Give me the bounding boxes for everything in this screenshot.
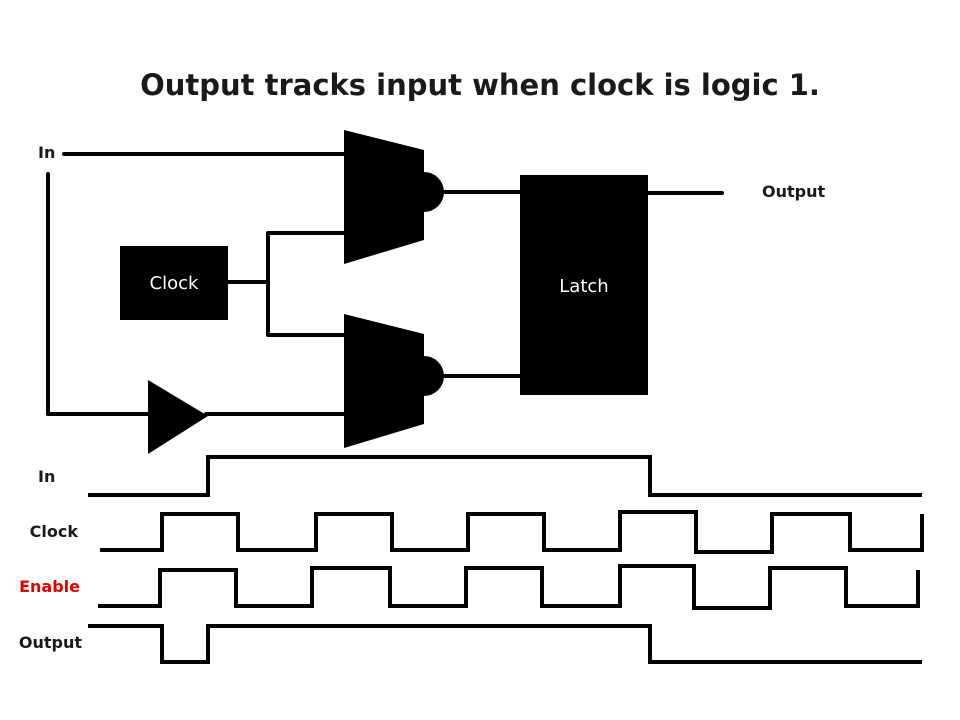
output-label: Output: [762, 182, 826, 201]
waveform-label-output: Output: [18, 633, 82, 652]
waveform-output: [88, 624, 922, 664]
waveform-clock: [100, 510, 924, 554]
bottom-gate-bubble: [404, 356, 444, 396]
top-nand-gate: [344, 130, 424, 264]
waveform-in: [88, 455, 922, 497]
waveform-label-in: In: [38, 467, 56, 486]
latch-block: [520, 175, 648, 395]
slide-title: Output tracks input when clock is logic …: [140, 68, 820, 102]
input-label: In: [38, 143, 56, 162]
waveform-label-clock: Clock: [29, 522, 78, 541]
latch-block-label: Latch: [559, 276, 608, 297]
waveform-enable: [98, 564, 920, 610]
top-gate-bubble: [404, 172, 444, 212]
clock-block-label: Clock: [150, 273, 199, 294]
bottom-nand-gate: [344, 314, 424, 448]
buffer-triangle: [148, 380, 208, 454]
waveform-label-enable: Enable: [19, 577, 80, 596]
clock-block: [120, 246, 228, 320]
